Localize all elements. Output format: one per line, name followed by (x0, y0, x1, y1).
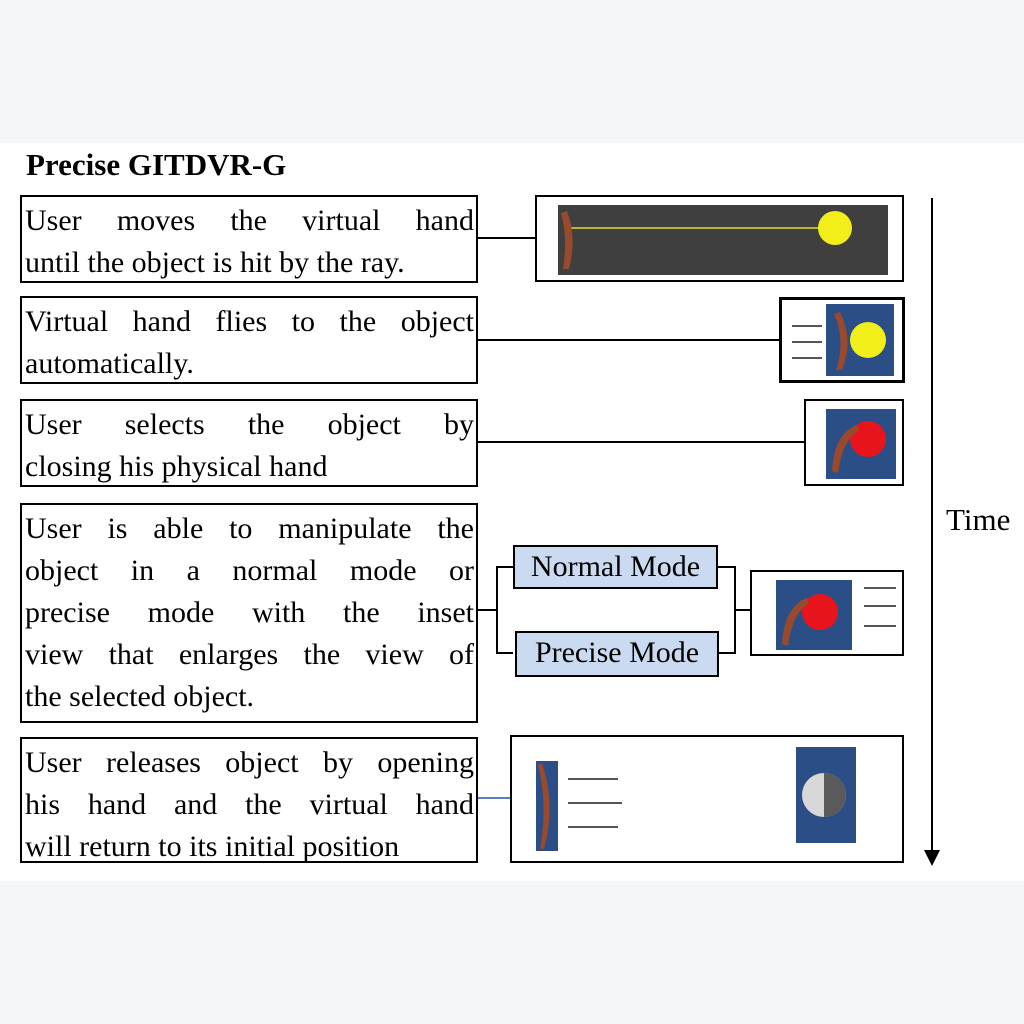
step-box-1: User moves the virtual hand until the ob… (20, 195, 478, 283)
step-1-line-2: until the object is hit by the ray. (25, 246, 405, 279)
time-label: Time (946, 502, 1011, 537)
ball-shade (824, 773, 846, 817)
time-arrowhead (924, 850, 940, 866)
step-3-line-1: User selects the object by (25, 408, 474, 441)
normal-mode-box: Normal Mode (513, 545, 718, 589)
image-hand-selects (804, 399, 904, 486)
red-ball-icon (802, 594, 838, 630)
step-box-5: User releases object by opening his hand… (20, 737, 478, 863)
image-inset-view (750, 570, 904, 656)
step-5-line-2: his hand and the virtual hand (25, 788, 474, 821)
step-4-line-1: User is able to manipulate the (25, 512, 474, 545)
image-hand-flies (779, 297, 905, 383)
step-1-line-1: User moves the virtual hand (25, 204, 474, 237)
virtual-hand-icon (834, 312, 848, 370)
step-2-line-2: automatically. (25, 347, 194, 380)
step-box-4: User is able to manipulate the object in… (20, 503, 478, 723)
step-3-line-2: closing his physical hand (25, 450, 328, 483)
step-4-line-2: object in a normal mode or (25, 554, 474, 587)
yellow-ball-icon (818, 211, 852, 245)
step-5-line-3: will return to its initial position (25, 830, 400, 863)
virtual-hand-icon (538, 763, 550, 849)
figure-title: Precise GITDVR-G (26, 147, 287, 182)
bracket-right (718, 566, 736, 654)
precise-mode-box: Precise Mode (515, 631, 719, 677)
yellow-ball-icon (850, 322, 886, 358)
step-2-line-1: Virtual hand flies to the object (25, 305, 474, 338)
image-hand-returns (510, 735, 904, 863)
step-4-line-4: view that enlarges the view of (25, 638, 474, 671)
virtual-hand-icon (561, 211, 573, 269)
step-5-line-1: User releases object by opening (25, 746, 474, 779)
image-ray-hit (535, 195, 904, 282)
step-4-line-5: the selected object. (25, 680, 255, 713)
bracket-left (496, 566, 513, 654)
step-4-line-3: precise mode with the inset (25, 596, 474, 629)
step-box-2: Virtual hand flies to the object automat… (20, 296, 478, 384)
virtual-hand-icon (782, 598, 809, 646)
red-ball-icon (850, 421, 886, 457)
step-box-3: User selects the object by closing his p… (20, 399, 478, 487)
virtual-hand-icon (832, 425, 859, 473)
